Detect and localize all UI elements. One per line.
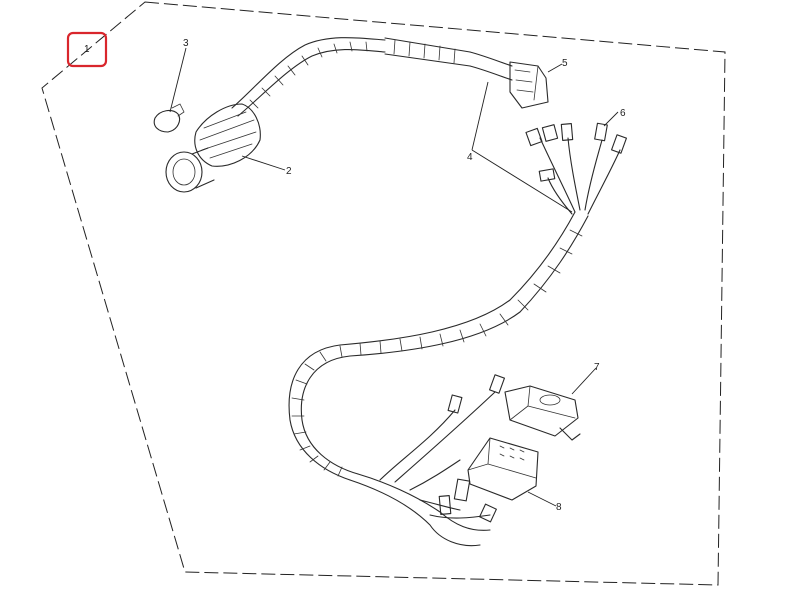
callout-2: 2 bbox=[286, 166, 292, 177]
relay bbox=[504, 385, 581, 441]
highlight-box bbox=[66, 31, 108, 68]
callout-8: 8 bbox=[556, 502, 562, 513]
bulb bbox=[153, 103, 185, 133]
callout-6: 6 bbox=[620, 108, 626, 119]
control-unit bbox=[467, 437, 539, 501]
callout-5: 5 bbox=[562, 58, 568, 69]
leader-lines bbox=[169, 47, 619, 507]
callout-4: 4 bbox=[467, 152, 473, 163]
callout-7: 7 bbox=[594, 362, 600, 373]
multi-pin-connector bbox=[509, 61, 549, 109]
terminal-branch bbox=[525, 122, 627, 215]
assembly-boundary bbox=[41, 1, 726, 586]
lower-branch-wires bbox=[379, 374, 505, 523]
harness-upper bbox=[231, 37, 513, 117]
callout-1: 1 bbox=[84, 44, 90, 55]
bulb-socket bbox=[165, 103, 261, 193]
harness-lower bbox=[288, 211, 589, 547]
callout-3: 3 bbox=[183, 38, 189, 49]
